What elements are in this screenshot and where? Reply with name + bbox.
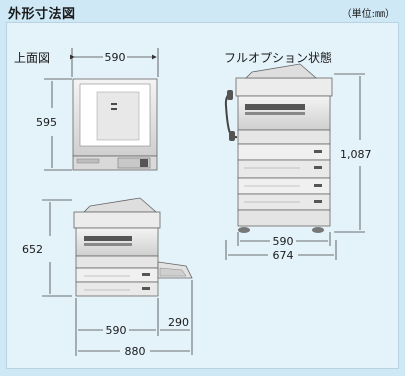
- top-view-depth: 595: [36, 116, 57, 129]
- top-view-width: 590: [105, 51, 126, 64]
- full-option-width-outer: 674: [273, 249, 294, 262]
- front-view-height: 652: [22, 243, 43, 256]
- full-option-width-inner: 590: [273, 235, 294, 248]
- front-view-width-total: 880: [125, 345, 146, 358]
- top-view-label: 上面図: [14, 51, 50, 65]
- full-option-height: 1,087: [340, 148, 372, 161]
- front-view: 652 590 290 880: [22, 197, 193, 358]
- front-view-width-tray: 290: [168, 316, 189, 329]
- page-title: 外形寸法図: [8, 7, 76, 22]
- full-option-label: フルオプション状態: [224, 50, 332, 65]
- front-view-width-body: 590: [106, 324, 127, 337]
- top-view: 上面図 590 595: [14, 48, 159, 171]
- full-option-view: フルオプション状態 1,087: [224, 50, 372, 262]
- diagram-panel: [6, 22, 399, 369]
- unit-note: （単位:㎜）: [341, 9, 395, 20]
